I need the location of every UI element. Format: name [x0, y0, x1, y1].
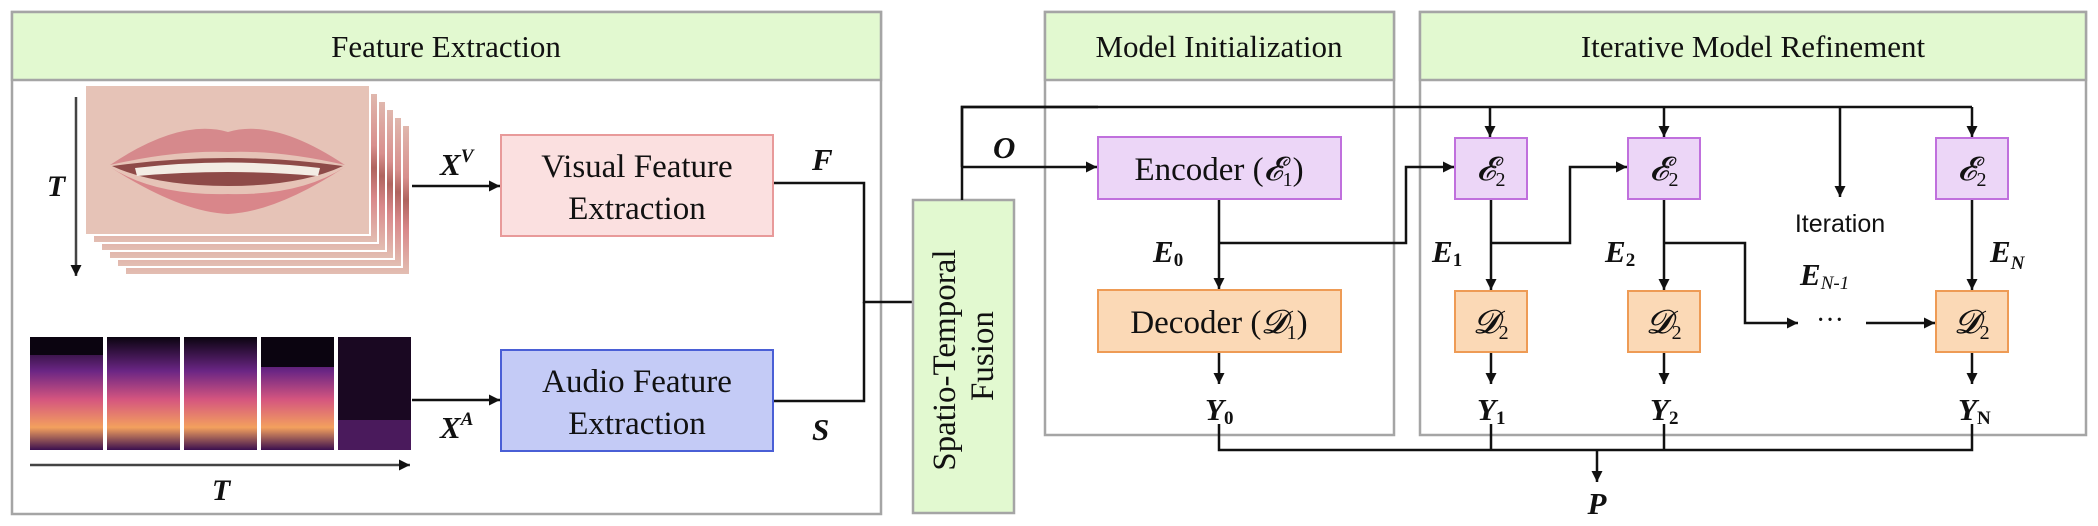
output-aggregation-line — [1217, 424, 1974, 452]
encoder-2-box-a: 𝓔2 — [1454, 137, 1528, 200]
visual-feature-line — [774, 181, 913, 304]
audio-extraction-line2: Extraction — [568, 406, 705, 442]
visual-extraction-line1: Visual Feature — [541, 149, 732, 185]
e1-label: E1 — [1431, 234, 1462, 271]
e0-to-encoder-2-line — [1219, 161, 1454, 245]
e2-to-ellipsis-line — [1664, 241, 1798, 329]
iterative-refinement-title: Iterative Model Refinement — [1581, 29, 1926, 64]
encoder-2-label-b: 𝓔2 — [1650, 152, 1679, 191]
ellipsis: ··· — [1816, 305, 1844, 336]
encoder-2-label-n: 𝓔2 — [1958, 152, 1987, 191]
model-initialization-title: Model Initialization — [1095, 29, 1343, 64]
iterative-refinement-panel: Iterative Model Refinement — [1418, 10, 2088, 437]
visual-input-label: XV — [439, 146, 475, 182]
fused-broadcast-line — [960, 105, 1972, 167]
encoder-2-box-b: 𝓔2 — [1627, 137, 1701, 200]
audio-extraction-line1: Audio Feature — [542, 364, 732, 400]
visual-extraction-line2: Extraction — [568, 191, 705, 227]
audio-input-label: XA — [439, 409, 473, 445]
audio-feature-line — [774, 302, 866, 403]
visual-feature-extraction-box: Visual Feature Extraction — [500, 134, 774, 237]
e0-label: E0 — [1152, 234, 1183, 271]
lip-frame-front — [84, 84, 371, 236]
lip-video-frames — [84, 84, 411, 276]
feature-extraction-title: Feature Extraction — [331, 29, 561, 64]
audio-time-label: T — [212, 474, 232, 507]
e2-label: E2 — [1604, 234, 1635, 271]
fusion-label: Spatio-Temporal Fusion — [927, 241, 1001, 471]
spatio-temporal-fusion-box: Spatio-Temporal Fusion — [911, 198, 1016, 515]
encoder-1-label: Encoder (𝓔1) — [1134, 152, 1303, 191]
en-1-label: EN-1 — [1799, 257, 1849, 294]
audio-feature-extraction-box: Audio Feature Extraction — [500, 349, 774, 452]
fused-feature-label: O — [993, 130, 1015, 165]
iteration-label: Iteration — [1795, 210, 1885, 238]
decoder-2-box-a: 𝓓2 — [1454, 290, 1528, 353]
decoder-2-box-b: 𝓓2 — [1627, 290, 1701, 353]
decoder-1-label: Decoder (𝓓1) — [1130, 305, 1307, 344]
encoder-1-box: Encoder (𝓔1) — [1097, 136, 1342, 200]
decoder-1-box: Decoder (𝓓1) — [1097, 289, 1342, 353]
y2-label: Y2 — [1650, 392, 1678, 429]
y0-label: Y0 — [1205, 392, 1233, 429]
visual-feature-label: F — [811, 142, 833, 177]
final-output-label: P — [1587, 486, 1608, 521]
e1-to-encoder-b-line — [1491, 161, 1627, 245]
video-time-label: T — [47, 170, 67, 203]
encoder-2-box-n: 𝓔2 — [1935, 137, 2009, 200]
y1-label: Y1 — [1477, 392, 1505, 429]
audio-spectrogram — [30, 337, 411, 450]
yn-label: YN — [1958, 392, 1991, 429]
decoder-2-box-n: 𝓓2 — [1935, 290, 2009, 353]
audio-feature-label: S — [812, 412, 829, 447]
en-label: EN — [1989, 234, 2026, 274]
